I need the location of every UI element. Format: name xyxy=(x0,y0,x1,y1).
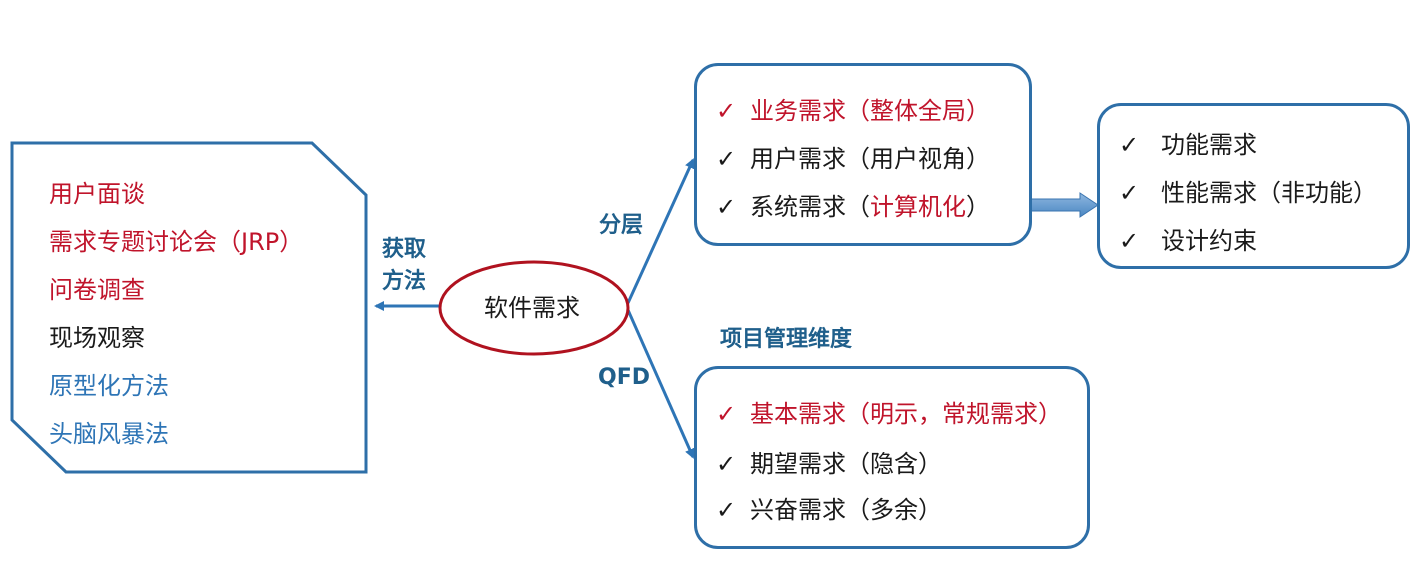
acquire-item-prototyping: 原型化方法 xyxy=(49,372,169,400)
center-ellipse xyxy=(438,260,630,356)
check-icon: ✓ xyxy=(1119,227,1140,255)
layered-item-business: ✓ 业务需求（整体全局） xyxy=(716,97,990,125)
check-icon: ✓ xyxy=(716,145,737,173)
detail-item-performance-text: 性能需求（非功能） xyxy=(1161,179,1377,207)
qfd-item-basic: ✓ 基本需求（明示，常规需求） xyxy=(716,400,1062,428)
check-icon: ✓ xyxy=(1119,131,1140,159)
check-icon: ✓ xyxy=(716,97,737,125)
check-icon: ✓ xyxy=(716,496,737,524)
layered-arrow xyxy=(626,158,695,304)
system-detail-box xyxy=(1097,103,1410,269)
qfd-item-exciting-text: 兴奋需求（多余） xyxy=(750,496,942,524)
check-icon: ✓ xyxy=(716,400,737,428)
acquire-item-jrp: 需求专题讨论会（JRP） xyxy=(49,228,304,256)
qfd-arrow xyxy=(626,309,695,459)
layered-item-business-text: 业务需求（整体全局） xyxy=(750,97,990,125)
qfd-item-exciting: ✓ 兴奋需求（多余） xyxy=(716,496,942,524)
qfd-label: QFD xyxy=(598,365,650,390)
layered-item-user: ✓ 用户需求（用户视角） xyxy=(716,145,990,173)
qfd-item-expected: ✓ 期望需求（隐含） xyxy=(716,450,942,478)
detail-item-functional: ✓ 功能需求 xyxy=(1119,131,1257,159)
detail-item-functional-text: 功能需求 xyxy=(1161,131,1257,159)
layered-item-system-text-b: 计算机化 xyxy=(870,193,966,221)
acquire-item-brainstorm: 头脑风暴法 xyxy=(49,420,169,448)
check-icon: ✓ xyxy=(716,193,737,221)
detail-item-constraints-text: 设计约束 xyxy=(1161,227,1257,255)
qfd-item-basic-text: 基本需求（明示，常规需求） xyxy=(750,400,1062,428)
layered-item-system: ✓ 系统需求（计算机化） xyxy=(716,193,990,221)
qfd-heading: 项目管理维度 xyxy=(720,327,853,352)
center-label: 软件需求 xyxy=(484,294,580,322)
acquire-label-line1: 获取 xyxy=(382,237,427,262)
acquire-item-observation: 现场观察 xyxy=(49,324,145,352)
acquire-item-questionnaire: 问卷调查 xyxy=(49,276,145,304)
qfd-item-expected-text: 期望需求（隐含） xyxy=(750,450,942,478)
qfd-box xyxy=(694,366,1090,549)
check-icon: ✓ xyxy=(1119,179,1140,207)
acquire-label-line2: 方法 xyxy=(382,269,427,294)
layered-item-system-text-c: ） xyxy=(966,193,990,221)
layered-box xyxy=(694,63,1032,246)
layered-item-user-text: 用户需求（用户视角） xyxy=(750,145,990,173)
detail-item-performance: ✓ 性能需求（非功能） xyxy=(1119,179,1377,207)
acquire-methods-box xyxy=(10,141,368,474)
layered-label: 分层 xyxy=(599,213,644,238)
detail-item-constraints: ✓ 设计约束 xyxy=(1119,227,1257,255)
check-icon: ✓ xyxy=(716,450,737,478)
layered-item-system-text-a: 系统需求（ xyxy=(750,193,870,221)
acquire-item-interview: 用户面谈 xyxy=(49,180,145,208)
